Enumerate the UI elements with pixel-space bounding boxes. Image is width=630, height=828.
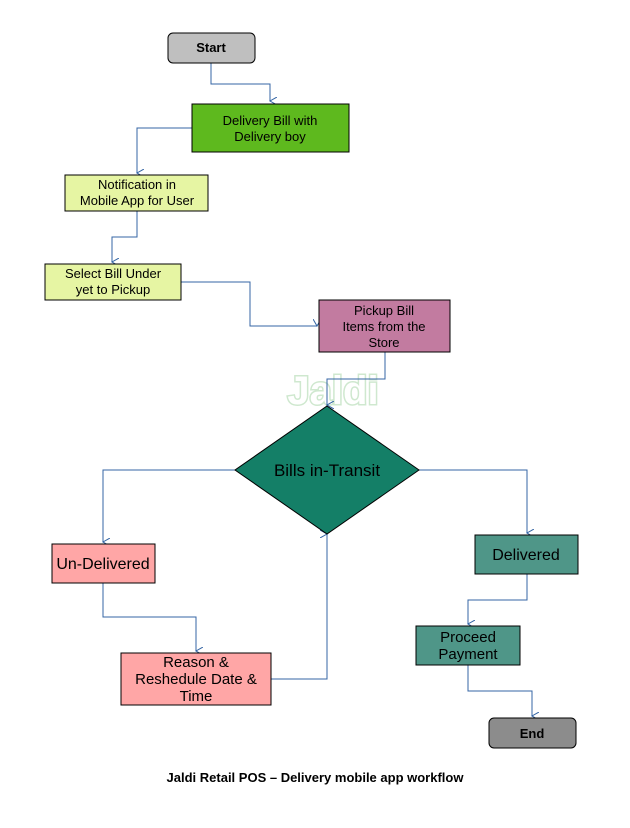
transit-shape — [234, 405, 420, 535]
connector-pickup-to-transit — [327, 352, 386, 405]
transit-label: Bills in-Transit — [274, 461, 380, 480]
connector-payment-to-end — [467, 665, 532, 716]
connectors — [103, 63, 532, 716]
delivered-node: Delivered — [474, 534, 579, 575]
connector-undelivered-to-reason — [102, 583, 196, 651]
undelivered-shape — [51, 543, 156, 584]
diagram-caption: Jaldi Retail POS – Delivery mobile app w… — [166, 770, 464, 785]
delivery-bill-shape — [191, 103, 350, 153]
payment-shape — [415, 625, 521, 666]
watermark-logo: Jaldi — [287, 369, 378, 413]
reason-shape — [120, 652, 272, 706]
select-bill-shape — [44, 263, 182, 301]
connector-transit-to-undelivered — [103, 469, 235, 542]
payment-label-line1: Proceed — [440, 629, 496, 646]
connector-select-bill-to-pickup — [181, 281, 317, 326]
select-bill-label-line2: yet to Pickup — [76, 282, 150, 297]
select-bill-label-line1: Select Bill Under — [65, 266, 162, 281]
reason-label-line3: Time — [180, 688, 213, 705]
payment-label-line2: Payment — [438, 646, 498, 663]
connector-reason-to-transit — [271, 534, 327, 680]
pickup-label-line2: Items from the — [342, 319, 425, 334]
pickup-label-line1: Pickup Bill — [354, 303, 414, 318]
start-node: Start — [167, 32, 256, 64]
delivered-shape — [474, 534, 579, 575]
connector-transit-to-delivered — [419, 469, 527, 533]
connector-notification-to-select-bill — [112, 211, 138, 262]
reason-label-line1: Reason & — [163, 654, 229, 671]
reason-node: Reason & Reshedule Date & Time — [120, 652, 272, 706]
pickup-shape — [318, 299, 451, 353]
delivery-bill-node: Delivery Bill with Delivery boy — [191, 103, 350, 153]
pickup-label-line3: Store — [368, 335, 399, 350]
delivered-label: Delivered — [492, 547, 560, 564]
transit-node: Bills in-Transit — [234, 405, 420, 535]
undelivered-label: Un-Delivered — [56, 556, 149, 573]
start-label: Start — [196, 40, 226, 55]
end-shape — [488, 717, 577, 749]
connector-start-to-delivery-bill — [210, 63, 270, 101]
notification-node: Notification in Mobile App for User — [64, 174, 209, 212]
notification-label-line1: Notification in — [98, 177, 176, 192]
notification-label-line2: Mobile App for User — [80, 193, 195, 208]
pickup-node: Pickup Bill Items from the Store — [318, 299, 451, 353]
reason-label-line2: Reshedule Date & — [135, 671, 257, 688]
undelivered-node: Un-Delivered — [51, 543, 156, 584]
end-label: End — [520, 726, 545, 741]
delivery-bill-label-line2: Delivery boy — [234, 129, 306, 144]
connector-delivered-to-payment — [468, 574, 528, 624]
notification-shape — [64, 174, 209, 212]
connector-delivery-bill-to-notification — [137, 127, 192, 173]
payment-node: Proceed Payment — [415, 625, 521, 666]
start-shape — [167, 32, 256, 64]
delivery-bill-label-line1: Delivery Bill with — [223, 113, 318, 128]
select-bill-node: Select Bill Under yet to Pickup — [44, 263, 182, 301]
end-node: End — [488, 717, 577, 749]
